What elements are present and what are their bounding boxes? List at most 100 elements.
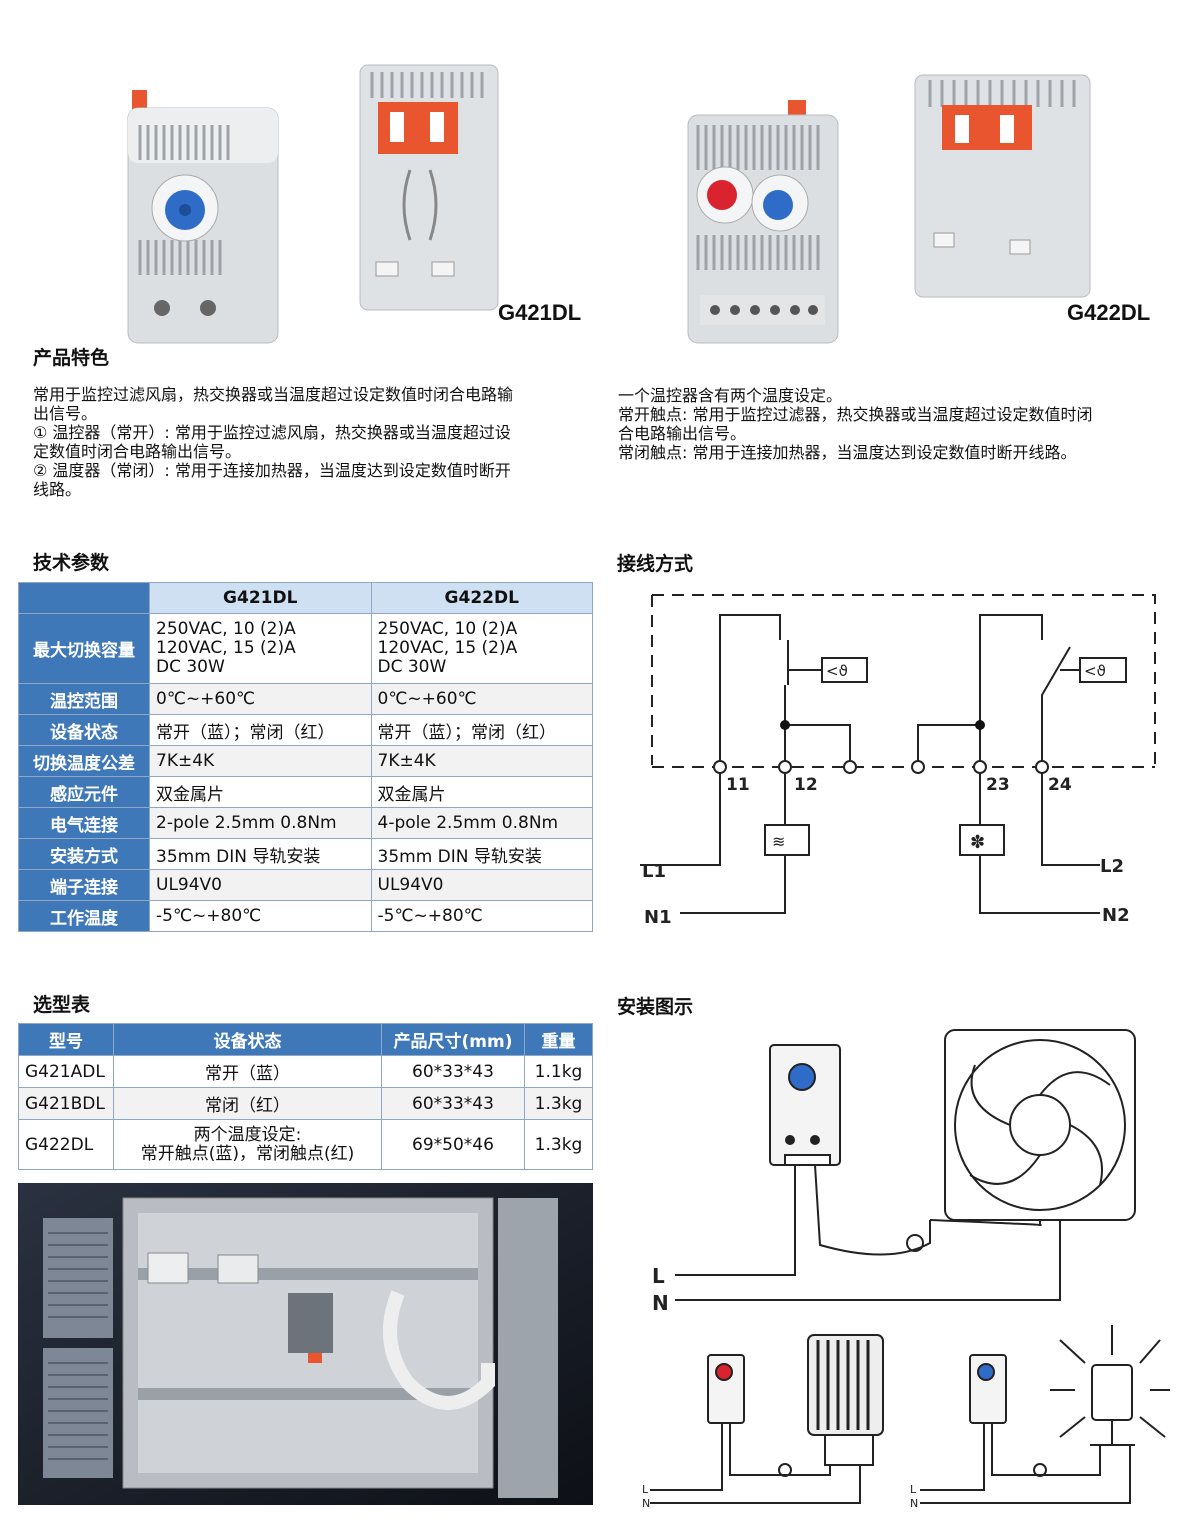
features-right-line: 合电路输出信号。	[618, 424, 747, 443]
selection-size: 60*33*43	[381, 1055, 525, 1088]
specs-row-label: 电气连接	[18, 807, 150, 839]
features-right-line: 常开触点: 常用于监控过滤器，热交换器或当温度超过设定数值时闭	[618, 405, 1093, 424]
installation-diagram: L N L N L N	[642, 1029, 1170, 1510]
specs-cell: 250VAC, 10 (2)A 120VAC, 15 (2)A DC 30W	[149, 613, 372, 684]
specs-cell: 35mm DIN 导轨安装	[370, 838, 593, 870]
specs-cell-line: 120VAC, 15 (2)A	[377, 638, 518, 658]
specs-row-label: 设备状态	[18, 714, 150, 746]
g421dl-model-label: G421DL	[498, 300, 582, 325]
selection-row: G422DL 两个温度设定: 常开触点(蓝)，常闭触点(红) 69*50*46 …	[18, 1119, 593, 1170]
install-heading: 安装图示	[617, 996, 694, 1018]
g422dl-product-photo	[687, 74, 1091, 344]
selection-model: G422DL	[18, 1119, 114, 1170]
selection-state: 两个温度设定: 常开触点(蓝)，常闭触点(红)	[113, 1119, 382, 1170]
selection-col-header: 型号	[18, 1023, 114, 1056]
specs-col-header: G421DL	[149, 582, 372, 614]
features-left-line: ② 温度器（常闭）: 常用于连接加热器，当温度达到设定数值时断开	[33, 461, 511, 480]
specs-cell-line: 120VAC, 15 (2)A	[156, 638, 296, 658]
terminal-label: 24	[1048, 775, 1072, 795]
specs-cell-line: DC 30W	[377, 657, 447, 677]
specs-row: 温控范围 0℃~+60℃ 0℃~+60℃	[18, 683, 593, 715]
specs-row-label: 最大切换容量	[18, 613, 150, 684]
specs-cell: 双金属片	[370, 776, 593, 808]
selection-state: 常闭（红）	[113, 1087, 382, 1120]
specs-header-row: G421DL G422DL	[18, 582, 593, 614]
specs-row: 电气连接 2-pole 2.5mm 0.8Nm 4-pole 2.5mm 0.8…	[18, 807, 593, 839]
specs-cell: -5℃~+80℃	[149, 900, 372, 932]
install-line-l-small: L	[642, 1483, 649, 1496]
line-label-l2: L2	[1100, 856, 1124, 877]
selection-size: 69*50*46	[381, 1119, 525, 1170]
install-line-l-small: L	[910, 1483, 917, 1496]
features-left-line: ① 温控器（常开）: 常用于监控过滤风扇，热交换器或当温度超过设	[33, 423, 511, 442]
g422dl-model-label: G422DL	[1067, 300, 1151, 325]
selection-model: G421BDL	[18, 1087, 114, 1120]
line-label-n2: N2	[1102, 905, 1130, 926]
specs-row-label: 安装方式	[18, 838, 150, 870]
specs-heading: 技术参数	[33, 552, 110, 574]
specs-row-label: 切换温度公差	[18, 745, 150, 777]
specs-row: 安装方式 35mm DIN 导轨安装 35mm DIN 导轨安装	[18, 838, 593, 870]
selection-state-line: 两个温度设定:	[193, 1124, 302, 1145]
features-heading: 产品特色	[33, 347, 110, 369]
specs-cell: 35mm DIN 导轨安装	[149, 838, 372, 870]
selection-header-row: 型号 设备状态 产品尺寸(mm) 重量	[18, 1023, 593, 1056]
specs-row: 端子连接 UL94V0 UL94V0	[18, 869, 593, 901]
specs-cell-line: 250VAC, 10 (2)A	[377, 619, 518, 639]
wiring-heading: 接线方式	[617, 553, 694, 575]
selection-col-header: 设备状态	[113, 1023, 382, 1056]
specs-cell: 0℃~+60℃	[149, 683, 372, 715]
features-left-line: 出信号。	[33, 404, 98, 423]
specs-cell: 7K±4K	[149, 745, 372, 777]
specs-row-label: 工作温度	[18, 900, 150, 932]
wiring-diagram: <ϑ <ϑ ≋ ✽ 11 12 23 24 L1 N1 L2 N2	[640, 594, 1156, 928]
svg-text:<ϑ: <ϑ	[1084, 662, 1106, 680]
selection-row: G421ADL 常开（蓝） 60*33*43 1.1kg	[18, 1055, 593, 1088]
selection-col-header: 重量	[524, 1023, 593, 1056]
specs-cell: 常开（蓝）；常闭（红）	[149, 714, 372, 746]
line-label-n1: N1	[644, 907, 672, 928]
terminal-label: 11	[726, 775, 750, 795]
cabinet-installation-photo	[18, 1183, 593, 1505]
svg-text:✽: ✽	[970, 832, 985, 853]
specs-cell: 250VAC, 10 (2)A 120VAC, 15 (2)A DC 30W	[370, 613, 593, 684]
features-left-line: 常用于监控过滤风扇，热交换器或当温度超过设定数值时闭合电路输	[33, 385, 514, 404]
specs-row-label: 感应元件	[18, 776, 150, 808]
specs-cell-line: DC 30W	[156, 657, 225, 677]
svg-text:<ϑ: <ϑ	[826, 662, 848, 680]
selection-model: G421ADL	[18, 1055, 114, 1088]
specs-cell: UL94V0	[149, 869, 372, 901]
features-left-line: 线路。	[33, 480, 82, 499]
svg-text:≋: ≋	[772, 832, 785, 851]
g421dl-product-photo	[127, 64, 499, 344]
specs-cell: UL94V0	[370, 869, 593, 901]
selection-row: G421BDL 常闭（红） 60*33*43 1.3kg	[18, 1087, 593, 1120]
specs-row: 工作温度 -5℃~+80℃ -5℃~+80℃	[18, 900, 593, 932]
features-left-line: 定数值时闭合电路输出信号。	[33, 442, 242, 461]
specs-cell: 4-pole 2.5mm 0.8Nm	[370, 807, 593, 839]
selection-weight: 1.3kg	[524, 1119, 593, 1170]
features-right-line: 常闭触点: 常用于连接加热器，当温度达到设定数值时断开线路。	[618, 443, 1077, 462]
specs-row: 切换温度公差 7K±4K 7K±4K	[18, 745, 593, 777]
install-line-n: N	[652, 1291, 669, 1315]
features-right-text: 一个温控器含有两个温度设定。 常开触点: 常用于监控过滤器，热交换器或当温度超过…	[618, 386, 1092, 462]
selection-table: 型号 设备状态 产品尺寸(mm) 重量 G421ADL 常开（蓝） 60*33*…	[18, 1023, 593, 1170]
selection-heading: 选型表	[33, 994, 91, 1016]
selection-state-line: 常开触点(蓝)，常闭触点(红)	[140, 1143, 355, 1164]
install-line-n-small: N	[910, 1497, 918, 1510]
specs-cell: 常开（蓝）；常闭（红）	[370, 714, 593, 746]
features-left-text: 常用于监控过滤风扇，热交换器或当温度超过设定数值时闭合电路输 出信号。 ① 温控…	[33, 385, 513, 499]
specs-row: 最大切换容量 250VAC, 10 (2)A 120VAC, 15 (2)A D…	[18, 613, 593, 684]
selection-state: 常开（蓝）	[113, 1055, 382, 1088]
specs-cell: 0℃~+60℃	[370, 683, 593, 715]
features-right-line: 一个温控器含有两个温度设定。	[618, 386, 843, 405]
specs-cell-line: 250VAC, 10 (2)A	[156, 619, 296, 639]
specs-row: 设备状态 常开（蓝）；常闭（红） 常开（蓝）；常闭（红）	[18, 714, 593, 746]
specs-row: 感应元件 双金属片 双金属片	[18, 776, 593, 808]
selection-size: 60*33*43	[381, 1087, 525, 1120]
terminal-label: 23	[986, 775, 1010, 795]
selection-col-header: 产品尺寸(mm)	[381, 1023, 525, 1056]
specs-corner-cell	[18, 582, 150, 614]
specs-row-label: 端子连接	[18, 869, 150, 901]
specs-row-label: 温控范围	[18, 683, 150, 715]
